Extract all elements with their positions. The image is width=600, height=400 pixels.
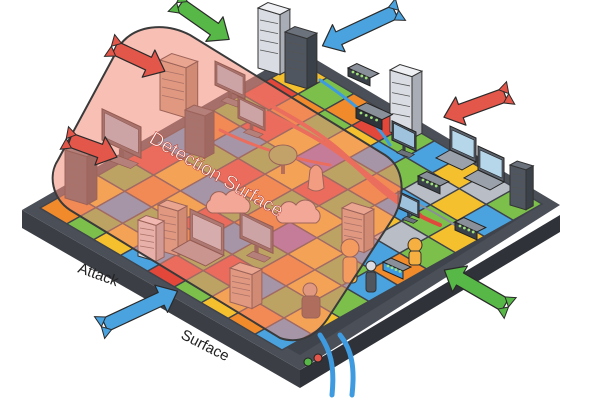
cable-blue <box>317 332 336 398</box>
attack-arrows <box>59 0 518 340</box>
arrow-icon <box>103 33 166 78</box>
arrow-icon <box>443 265 518 320</box>
arrow-icon <box>321 0 407 53</box>
arrow-icon <box>93 284 179 340</box>
network-switch-icon <box>381 257 413 280</box>
person-icon <box>365 260 377 293</box>
network-switch-icon <box>416 171 450 195</box>
cable-blue <box>337 332 356 398</box>
laptop-icon <box>434 125 478 171</box>
monitor-icon <box>391 120 417 158</box>
server-tower-icon <box>388 64 424 140</box>
detection-surface-overlay <box>51 26 403 342</box>
router-icon <box>354 102 394 131</box>
status-lights <box>303 353 323 367</box>
server-tower-icon <box>283 26 319 90</box>
arrow-icon <box>167 0 230 42</box>
detection-surface-region: Detection Surface <box>51 26 403 342</box>
person-icon <box>407 237 423 266</box>
server-tower-icon <box>508 160 535 211</box>
arrow-icon <box>443 80 516 126</box>
board-side-right <box>300 215 560 388</box>
laptop-icon <box>462 145 506 191</box>
network-switch-icon <box>453 217 487 241</box>
arrow-icon <box>59 125 118 166</box>
network-switch-icon <box>346 63 380 87</box>
